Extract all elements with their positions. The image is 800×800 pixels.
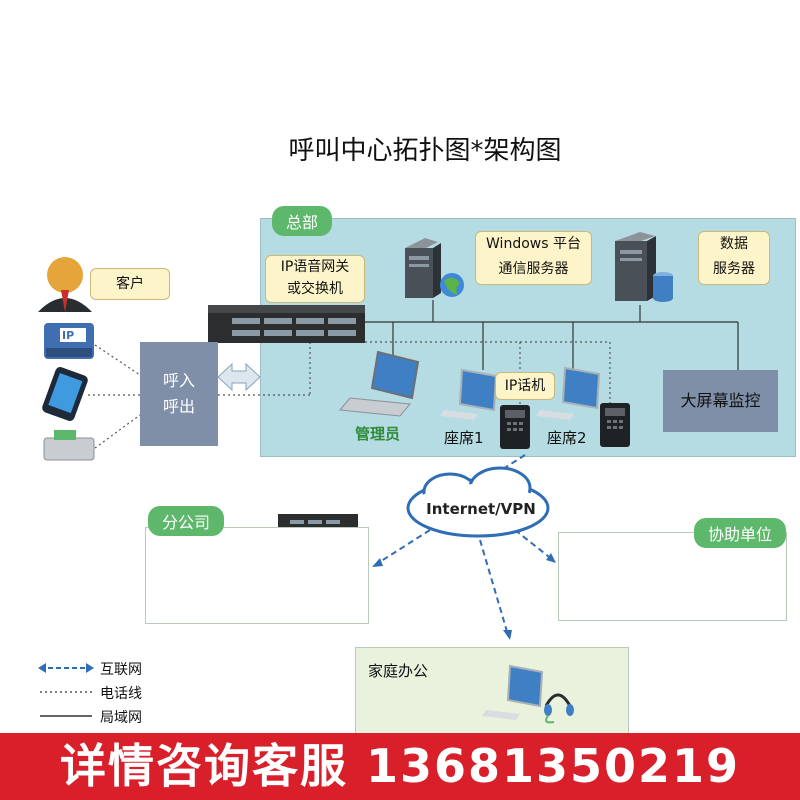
windows-server-callout: Windows 平台 通信服务器 <box>475 231 592 285</box>
customer-avatar-icon <box>38 257 92 312</box>
home-office-panel <box>355 647 629 739</box>
seat2-monitor-icon <box>536 366 601 420</box>
db-label-1: 数据 <box>720 236 748 252</box>
customer-label: 客户 <box>90 268 170 300</box>
gateway-label-1: IP语音网关 <box>280 259 350 275</box>
laptop-icon <box>339 350 420 417</box>
big-screen-monitor-box: 大屏幕监控 <box>663 370 778 432</box>
gateway-switch-icon <box>208 305 365 343</box>
home-office-label: 家庭办公 <box>368 662 429 680</box>
page-title: 呼叫中心拓扑图*架构图 <box>288 136 562 166</box>
headquarters-tag: 总部 <box>272 206 333 236</box>
seat2-phone-icon <box>600 403 630 447</box>
home-monitor-icon <box>506 664 544 708</box>
legend-lines <box>38 663 94 717</box>
assist-unit-tag: 协助单位 <box>694 518 787 548</box>
bidirectional-arrow-icon <box>217 362 261 392</box>
cloud-label: Internet/VPN <box>426 500 536 518</box>
call-out-label: 呼出 <box>162 397 195 416</box>
contact-banner-text[interactable]: 详情咨询客服 13681350219 <box>59 739 741 793</box>
seat1-phone-icon <box>500 405 530 449</box>
home-office-devices <box>482 664 574 724</box>
seat1-monitor-icon <box>440 368 498 420</box>
db-server-callout: 数据 服务器 <box>698 231 770 285</box>
windows-label-1: Windows 平台 <box>486 236 581 252</box>
gateway-callout: IP语音网关 或交换机 <box>265 255 365 303</box>
contact-banner <box>0 733 800 800</box>
admin-label: 管理员 <box>355 425 401 443</box>
seat1-label: 座席1 <box>444 429 484 447</box>
gateway-label-2: 或交换机 <box>287 281 343 297</box>
branch-office-tag: 分公司 <box>148 506 225 536</box>
call-in-label: 呼入 <box>162 371 195 390</box>
legend-lan: 局域网 <box>100 710 142 726</box>
mobile-phone-icon <box>42 367 88 421</box>
cloud-icon <box>406 466 550 538</box>
ip-phone-icon <box>44 323 94 359</box>
home-keyboard-icon <box>482 710 520 720</box>
database-server-icon <box>615 232 673 302</box>
legend-phone-line: 电话线 <box>100 686 142 702</box>
ip-phone-callout: IP话机 <box>495 372 555 400</box>
seat2-label: 座席2 <box>547 429 587 447</box>
legend-internet: 互联网 <box>100 662 142 678</box>
lan-lines <box>360 300 739 370</box>
internet-arrowheads <box>372 553 556 640</box>
branch-office-panel <box>145 527 369 624</box>
windows-label-2: 通信服务器 <box>498 261 569 277</box>
windows-server-icon <box>405 238 464 298</box>
home-headset-icon <box>544 693 574 724</box>
call-in-out-box: 呼入 呼出 <box>140 342 218 446</box>
fax-phone-icon <box>43 430 95 461</box>
db-label-2: 服务器 <box>713 261 755 277</box>
ip-icon-label: IP <box>62 329 75 342</box>
